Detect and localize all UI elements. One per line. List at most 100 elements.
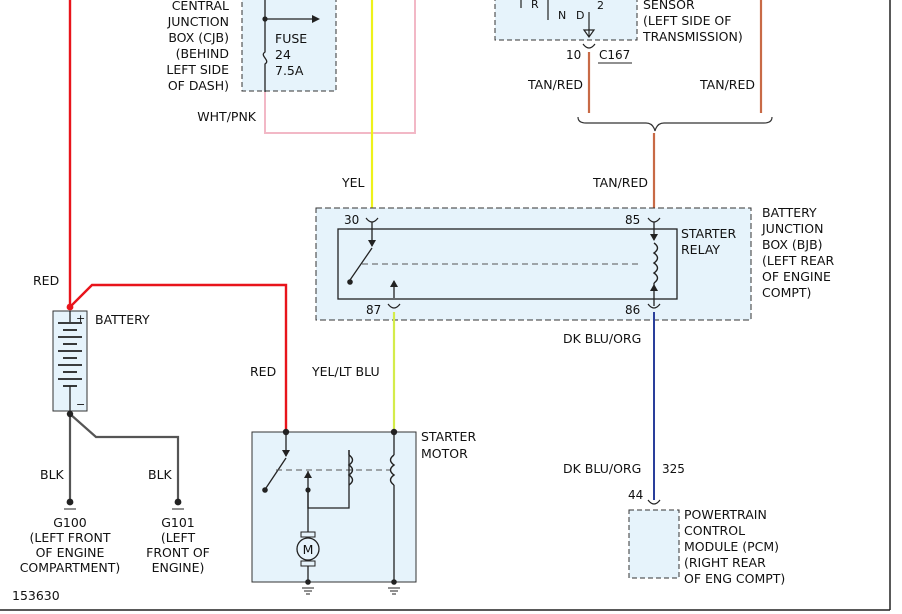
cjb-label-5: LEFT SIDE — [166, 62, 229, 77]
starter-field-coil-1 — [347, 454, 354, 486]
pcm-box — [628, 509, 680, 579]
relay-coil — [652, 242, 659, 284]
bjb-label-6: COMPT) — [762, 285, 811, 300]
wire-wht-pnk — [264, 0, 416, 134]
wire-label-yel: YEL — [341, 175, 365, 190]
wire-label-blk-left: BLK — [40, 467, 65, 482]
tr-sensor-box — [494, 0, 638, 41]
ground-g101-label-2: (LEFT — [161, 530, 196, 545]
fuse-symbol — [262, 30, 268, 92]
ground-g101-symbol — [174, 498, 182, 506]
coil-ground-node — [391, 579, 397, 585]
wire-red-starter — [69, 283, 288, 432]
ground-g100-label-2: (LEFT FRONT — [29, 530, 110, 545]
motor-symbol: M — [303, 542, 314, 557]
relay-connector-87 — [387, 303, 401, 309]
ground-g101-label-4: ENGINE) — [152, 560, 205, 575]
tr-letter-r: R — [531, 0, 539, 11]
motor-brush-bottom — [300, 560, 316, 567]
ground-g100-symbol — [66, 498, 74, 506]
pcm-label-5: OF ENG COMPT) — [684, 571, 785, 586]
starter-relay-label-2: RELAY — [681, 242, 720, 257]
battery-plus-sign: + — [76, 312, 85, 325]
starter-switch-arrow — [282, 450, 290, 457]
relay-pin-85: 85 — [625, 213, 640, 227]
battery-positive-node — [66, 303, 74, 311]
starter-coil-lead — [307, 450, 350, 509]
cjb-label-1: CENTRAL — [172, 0, 229, 13]
cjb-box — [241, 0, 337, 92]
central-junction-box: CENTRAL JUNCTION BOX (CJB) (BEHIND LEFT … — [166, 0, 337, 93]
starter-motor-label-1: STARTER — [421, 429, 476, 444]
relay-connector-86 — [647, 303, 661, 309]
pcm-pin-44: 44 — [628, 488, 643, 502]
wire-label-red-motor: RED — [250, 364, 276, 379]
relay-87-arrow — [390, 280, 398, 287]
motor-ground-node — [305, 579, 311, 585]
starter-field-coil-2 — [389, 454, 396, 486]
wire-label-dk-blu-org-top: DK BLU/ORG — [563, 331, 641, 346]
battery: + − BATTERY — [52, 310, 150, 413]
fuse-number: 24 — [275, 47, 291, 62]
ground-g100-label-4: COMPARTMENT) — [20, 560, 121, 575]
tr-contact-arrow — [582, 29, 596, 39]
pcm-label-4: (RIGHT REAR — [684, 555, 766, 570]
wire-label-yel-lt-blu: YEL/LT BLU — [311, 364, 380, 379]
battery-minus-sign: − — [76, 398, 85, 411]
tr-label-3: TRANSMISSION) — [642, 29, 743, 44]
wire-label-tan-red-mid: TAN/RED — [592, 175, 648, 190]
pcm-connector-symbol — [647, 499, 661, 505]
wire-blk-g101 — [69, 413, 180, 500]
tr-letter-2: 2 — [597, 0, 604, 12]
wire-label-tan-red-right: TAN/RED — [699, 77, 755, 92]
relay-coil-bottom-arrow — [650, 284, 658, 291]
cjb-arrow — [312, 15, 320, 23]
bjb-label-4: (LEFT REAR — [762, 253, 834, 268]
relay-pin-87: 87 — [366, 303, 381, 317]
relay-pin-86: 86 — [625, 303, 640, 317]
battery-label: BATTERY — [95, 312, 150, 327]
ground-g100-label-3: OF ENGINE — [36, 545, 105, 560]
wire-splice-brace — [577, 116, 773, 132]
battery-junction-box: 30 85 87 86 STARTER RELAY BATTERY JUNCTI… — [315, 205, 834, 321]
starter-relay-label-1: STARTER — [681, 226, 736, 241]
starter-motor-box — [251, 431, 417, 583]
cjb-node — [262, 16, 268, 22]
battery-negative-node — [66, 410, 74, 418]
cjb-label-6: OF DASH) — [168, 78, 229, 93]
starter-switch-blade — [265, 457, 287, 489]
tr-pin-10: 10 — [566, 48, 581, 62]
bjb-label-2: JUNCTION — [761, 221, 823, 236]
wire-label-red-top: RED — [33, 273, 59, 288]
fuse-rating: 7.5A — [275, 63, 304, 78]
tr-letter-n: N — [558, 9, 566, 22]
wire-label-dk-blu-org-bottom: DK BLU/ORG — [563, 461, 641, 476]
connector-c167-label: C167 — [599, 48, 630, 62]
bjb-label-1: BATTERY — [762, 205, 817, 220]
bjb-label-5: OF ENGINE — [762, 269, 831, 284]
pcm-label-3: MODULE (PCM) — [684, 539, 779, 554]
pcm-label-1: POWERTRAIN — [684, 507, 767, 522]
relay-switch-pivot — [347, 279, 353, 285]
relay-switch-arrow — [368, 240, 376, 247]
cjb-label-3: BOX (CJB) — [168, 30, 229, 45]
relay-coil-top-arrow — [650, 234, 658, 241]
tr-letter-d: D — [576, 9, 584, 22]
cjb-label-4: (BEHIND — [176, 46, 229, 61]
bjb-label-3: BOX (BJB) — [762, 237, 823, 252]
transmission-range-sensor: R N D 2 SENSOR (LEFT SIDE OF TRANSMISSIO… — [494, 0, 743, 64]
starter-motor: M STARTER MOTOR — [251, 428, 476, 595]
ground-g101-label-3: FRONT OF — [146, 545, 210, 560]
fuse-label: FUSE — [275, 31, 307, 46]
relay-pin-30: 30 — [344, 213, 359, 227]
wire-label-tan-red-left: TAN/RED — [527, 77, 583, 92]
pcm-pin-325: 325 — [662, 462, 685, 476]
diagram-id: 153630 — [12, 588, 60, 603]
starter-switch-pivot — [262, 487, 268, 493]
tr-label-1: SENSOR — [643, 0, 695, 12]
powertrain-control-module: 44 325 POWERTRAIN CONTROL MODULE (PCM) (… — [628, 462, 785, 586]
wire-label-blk-right: BLK — [148, 467, 173, 482]
c167-connector-symbol — [582, 43, 596, 49]
cjb-label-2: JUNCTION — [167, 14, 229, 29]
